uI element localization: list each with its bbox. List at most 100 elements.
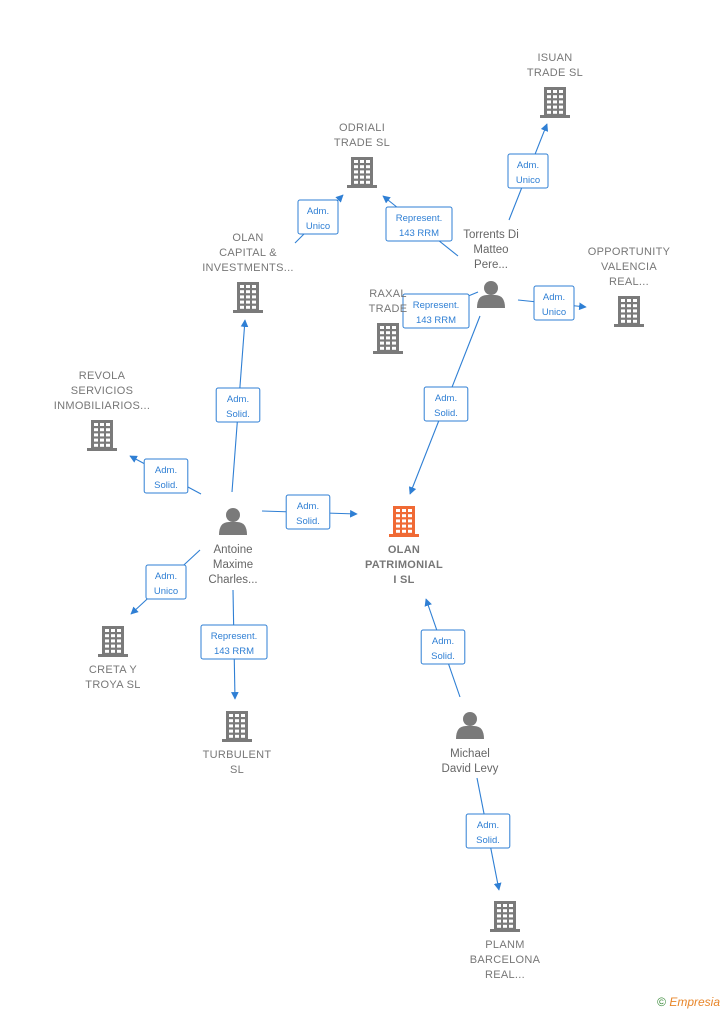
edge-label-box[interactable] [423,386,469,422]
edge-label-box[interactable] [145,564,187,600]
edge-label-text: Solid. [431,651,455,662]
node-label: Michael [450,748,490,760]
edge-label-text: Solid. [434,408,458,419]
node-label: TRADE SL [527,67,583,79]
building-icon[interactable] [614,296,644,327]
person-icon[interactable] [477,281,505,308]
node-label: INVESTMENTS... [202,262,294,274]
node-torrents[interactable]: Torrents Di MatteoPere... [463,229,519,308]
node-label: INMOBILIARIOS... [54,400,150,412]
node-label: SERVICIOS [71,385,133,397]
edge-label-text: Unico [542,307,566,318]
node-label: TURBULENT [203,749,272,761]
edge-label-text: Solid. [154,480,178,491]
edge-label-box[interactable] [200,624,268,660]
edge-label-box[interactable] [533,285,575,321]
building-icon[interactable] [347,157,377,188]
node-label: OLAN [232,232,263,244]
node-label: TROYA SL [85,679,140,691]
edge-antoine-to-olanpat: Adm. Solid. [261,494,358,530]
node-isuan[interactable]: ISUAN TRADE SL [527,52,583,118]
edge-label-box[interactable] [465,813,511,849]
node-label: SL [230,764,244,776]
edge-label-text: Represent. [396,213,442,224]
person-icon[interactable] [219,508,247,535]
edge-label-box[interactable] [385,206,453,242]
edge-antoine-to-turbulent: Represent. 143 RRM [200,589,268,700]
building-icon[interactable] [490,901,520,932]
node-label: TRADE [369,303,408,315]
node-label: PLANM [485,939,524,951]
node-turbulent[interactable]: TURBULENT SL [203,711,272,776]
edge-michael-to-planm: Adm.Solid. [465,777,511,891]
edge-label-box[interactable] [143,458,189,494]
edge-label-text: Adm. [307,206,329,217]
edge-label-text: Solid. [226,409,250,420]
building-icon[interactable] [373,323,403,354]
node-label: Matteo [473,244,508,256]
edge-label-box[interactable] [402,293,470,329]
node-label: Maxime [213,559,253,571]
node-label: Antoine [213,544,252,556]
edge-label-box[interactable] [297,199,339,235]
edge-label-text: Adm. [297,501,319,512]
edge-label-box[interactable] [507,153,549,189]
building-icon[interactable] [87,420,117,451]
building-icon[interactable] [222,711,252,742]
edge-antoine-to-revola: Adm. Solid. [129,455,202,495]
node-planm[interactable]: PLANMBARCELONAREAL... [470,901,541,981]
edge-label-text: Unico [516,175,540,186]
edge-label-box[interactable] [285,494,331,530]
node-label: Torrents Di [463,229,519,241]
node-label: REAL... [485,969,525,981]
node-antoine[interactable]: AntoineMaximeCharles... [208,508,258,586]
edge-label-text: 143 RRM [399,228,439,239]
edge-olancap-to-odriali: Adm. Unico [294,194,344,244]
edge-label-text: Represent. [413,300,459,311]
edge-torrents-to-raxal: Represent. 143 RRM [402,291,479,329]
brand-logo-text: Empresia [669,995,720,1009]
edge-torrents-to-olanpat: Adm. Solid. [408,315,481,495]
node-label: ODRIALI [339,122,385,134]
edge-torrents-to-odriali: Represent. 143 RRM [382,195,459,257]
node-label: David Levy [442,763,499,775]
building-icon[interactable] [98,626,128,657]
edge-antoine-to-creta: Adm. Unico [130,549,201,615]
building-icon[interactable] [540,87,570,118]
node-opportunity[interactable]: OPPORTUNITYVALENCIAREAL... [588,246,671,327]
node-label: REAL... [609,276,649,288]
edge-label-text: Solid. [296,516,320,527]
edge-antoine-to-olancap: Adm.Solid. [215,319,261,493]
edge-torrents-to-isuan: Adm. Unico [507,123,549,221]
edge-label-text: Adm. [435,393,457,404]
edge-label-text: Unico [306,221,330,232]
edge-label-text: Represent. [211,631,257,642]
edge-label-box[interactable] [215,387,261,423]
building-icon[interactable] [233,282,263,313]
edge-michael-to-olanpat: Adm.Solid. [420,598,466,698]
node-label: Pere... [474,259,508,271]
edge-label-text: Adm. [517,160,539,171]
edge-label-text: Adm. [543,292,565,303]
person-icon[interactable] [456,712,484,739]
edge-torrents-to-opportunity: Adm. Unico [517,285,587,321]
edge-label-text: Adm. [155,571,177,582]
edge-label-text: 143 RRM [416,315,456,326]
edge-label-text: 143 RRM [214,646,254,657]
edge-label-text: Adm. [155,465,177,476]
building-icon[interactable] [389,506,419,537]
node-label: VALENCIA [601,261,657,273]
node-label: I SL [393,574,414,586]
edge-label-box[interactable] [420,629,466,665]
edge-label-text: Unico [154,586,178,597]
node-label: ISUAN [537,52,572,64]
node-revola[interactable]: REVOLASERVICIOSINMOBILIARIOS... [54,370,150,451]
